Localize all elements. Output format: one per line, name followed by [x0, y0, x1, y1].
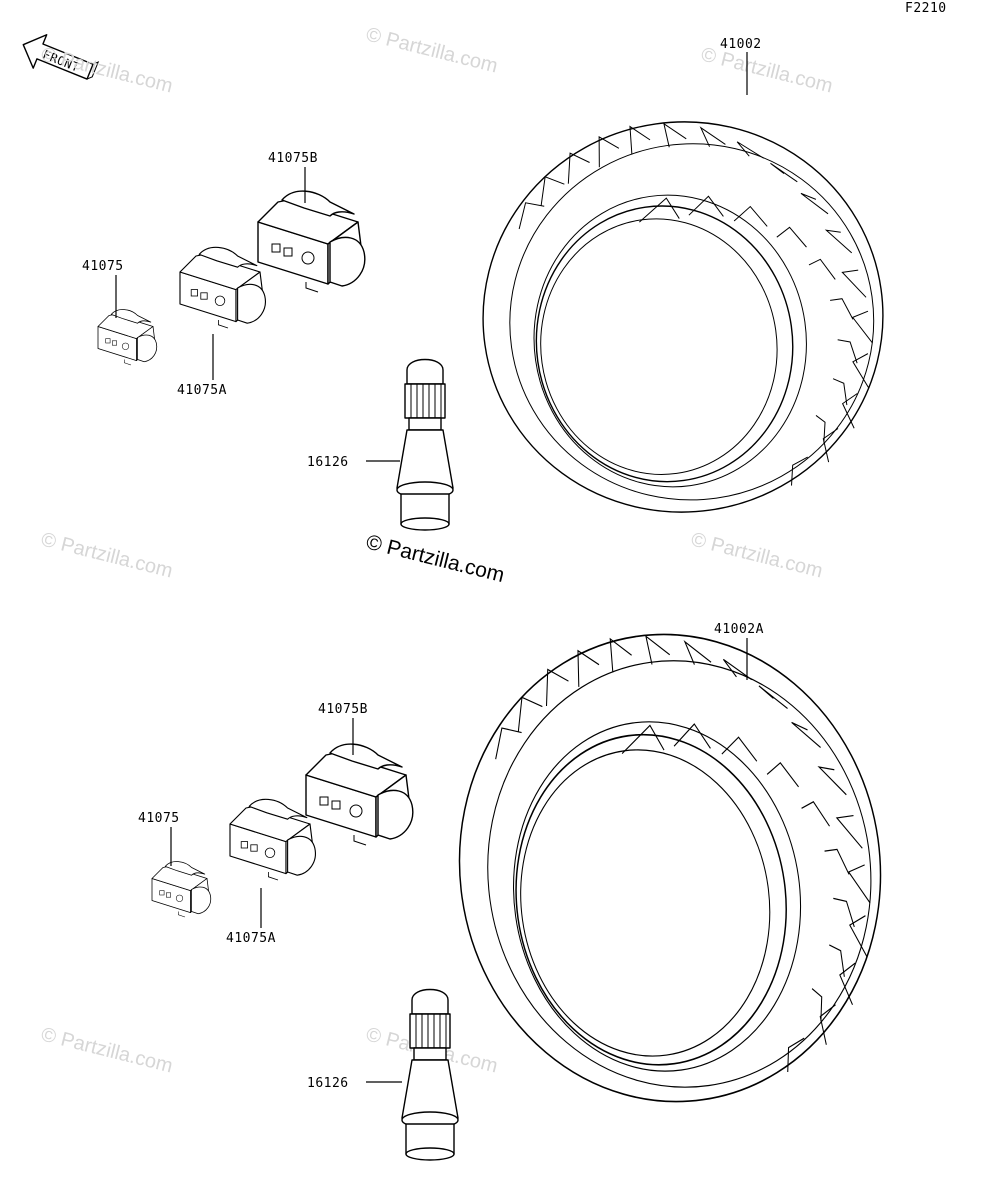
upper-weight-a [179, 246, 266, 329]
lower-weight [151, 861, 212, 918]
watermark-main: © Partzilla.com [364, 531, 507, 588]
lower-weight-b [305, 743, 414, 846]
watermark: © Partzilla.com [689, 529, 825, 583]
watermark: © Partzilla.com [39, 44, 175, 98]
lower-tire [428, 605, 912, 1130]
upper-weight-label: 41075 [82, 259, 124, 274]
lower-weight-a [229, 798, 316, 881]
upper-weight-b-label: 41075B [268, 151, 318, 166]
watermark: © Partzilla.com [364, 24, 500, 78]
upper-valve-label: 16126 [307, 455, 349, 470]
lower-valve-label: 16126 [307, 1076, 349, 1091]
lower-tire-label: 41002A [714, 622, 764, 637]
upper-tire [456, 94, 909, 539]
upper-valve [396, 358, 454, 531]
lower-weight-b-label: 41075B [318, 702, 368, 717]
upper-weight [97, 309, 158, 366]
upper-weight-b [257, 190, 366, 293]
lower-weight-label: 41075 [138, 811, 180, 826]
lower-weight-a-label: 41075A [226, 931, 276, 946]
watermark: © Partzilla.com [39, 1024, 175, 1078]
lower-valve [401, 988, 459, 1161]
figure-code: F2210 [905, 1, 947, 16]
upper-weight-a-label: 41075A [177, 383, 227, 398]
upper-tire-label: 41002 [720, 37, 762, 52]
watermark: © Partzilla.com [39, 529, 175, 583]
